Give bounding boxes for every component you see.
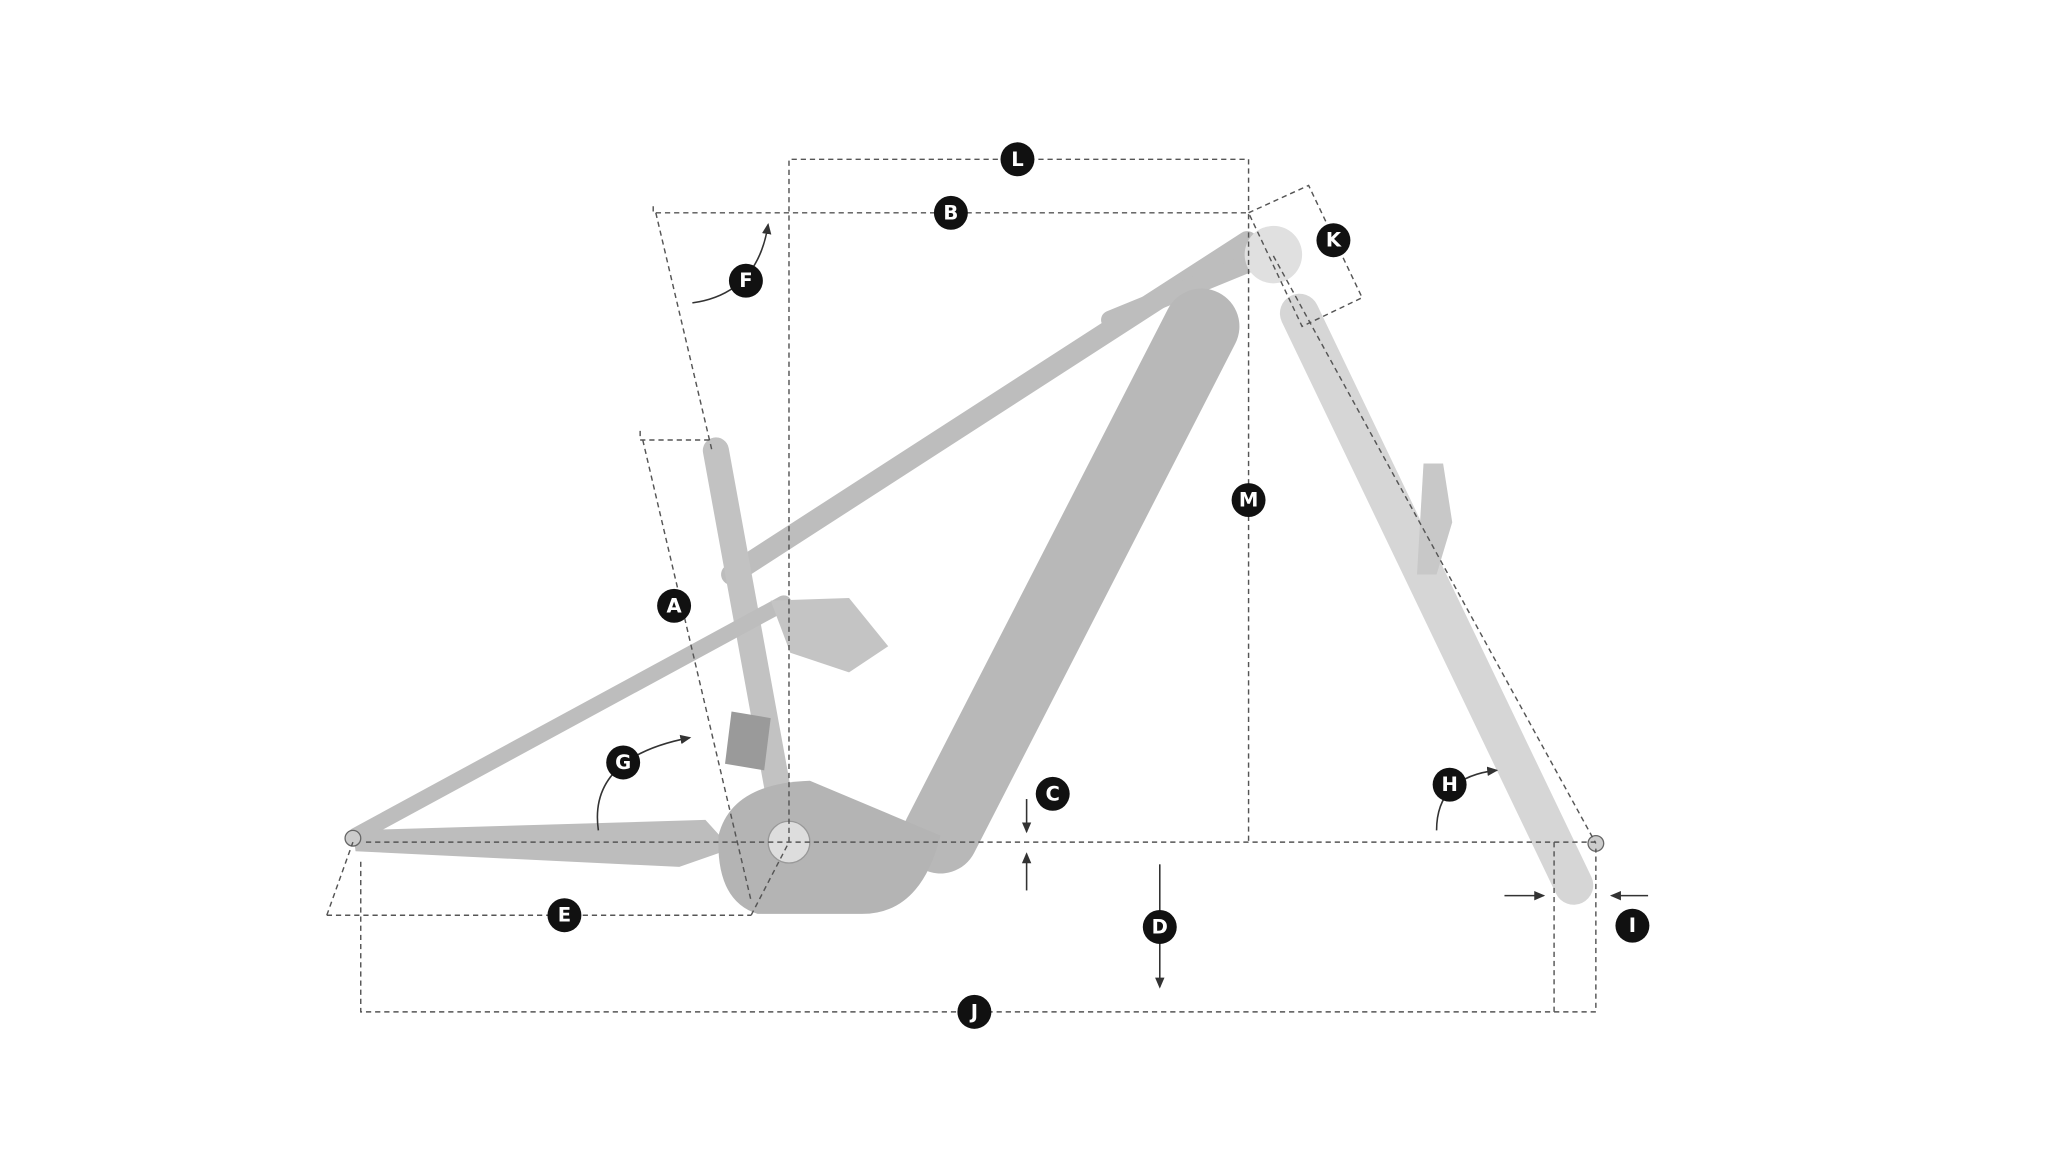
svg-text:H: H bbox=[1441, 773, 1457, 796]
seat-tube bbox=[702, 437, 797, 836]
fork bbox=[1279, 293, 1594, 905]
motor-housing bbox=[718, 780, 941, 914]
svg-text:G: G bbox=[615, 751, 631, 774]
label-e: E bbox=[547, 898, 582, 933]
rear-axle bbox=[344, 829, 362, 847]
chain-stay bbox=[352, 819, 732, 867]
svg-text:J: J bbox=[969, 1000, 978, 1023]
bike-frame bbox=[344, 225, 1605, 914]
label-h: H bbox=[1432, 767, 1467, 802]
top-tube-brace bbox=[1101, 251, 1263, 330]
label-a: A bbox=[657, 588, 692, 623]
svg-text:D: D bbox=[1152, 915, 1168, 938]
seat-stay bbox=[347, 595, 792, 844]
svg-text:I: I bbox=[1629, 914, 1636, 937]
label-m: M bbox=[1231, 483, 1266, 518]
svg-text:K: K bbox=[1326, 229, 1342, 252]
down-tube bbox=[902, 288, 1240, 874]
label-c: C bbox=[1035, 776, 1070, 811]
svg-text:B: B bbox=[943, 201, 958, 224]
label-j: J bbox=[957, 994, 992, 1029]
svg-text:M: M bbox=[1239, 489, 1258, 512]
svg-text:A: A bbox=[667, 594, 683, 617]
label-b: B bbox=[933, 195, 968, 230]
label-k: K bbox=[1316, 223, 1351, 258]
rocker-link bbox=[770, 597, 889, 673]
shock bbox=[725, 711, 771, 771]
label-f: F bbox=[728, 263, 763, 298]
svg-text:L: L bbox=[1011, 148, 1023, 171]
label-g: G bbox=[606, 745, 641, 780]
label-l: L bbox=[1000, 142, 1035, 177]
label-i: I bbox=[1615, 908, 1650, 943]
svg-text:C: C bbox=[1046, 782, 1060, 805]
svg-text:F: F bbox=[739, 269, 752, 292]
head-tube bbox=[1244, 225, 1303, 284]
svg-text:E: E bbox=[558, 904, 571, 927]
fork-brace bbox=[1416, 463, 1453, 575]
label-d: D bbox=[1142, 910, 1177, 944]
